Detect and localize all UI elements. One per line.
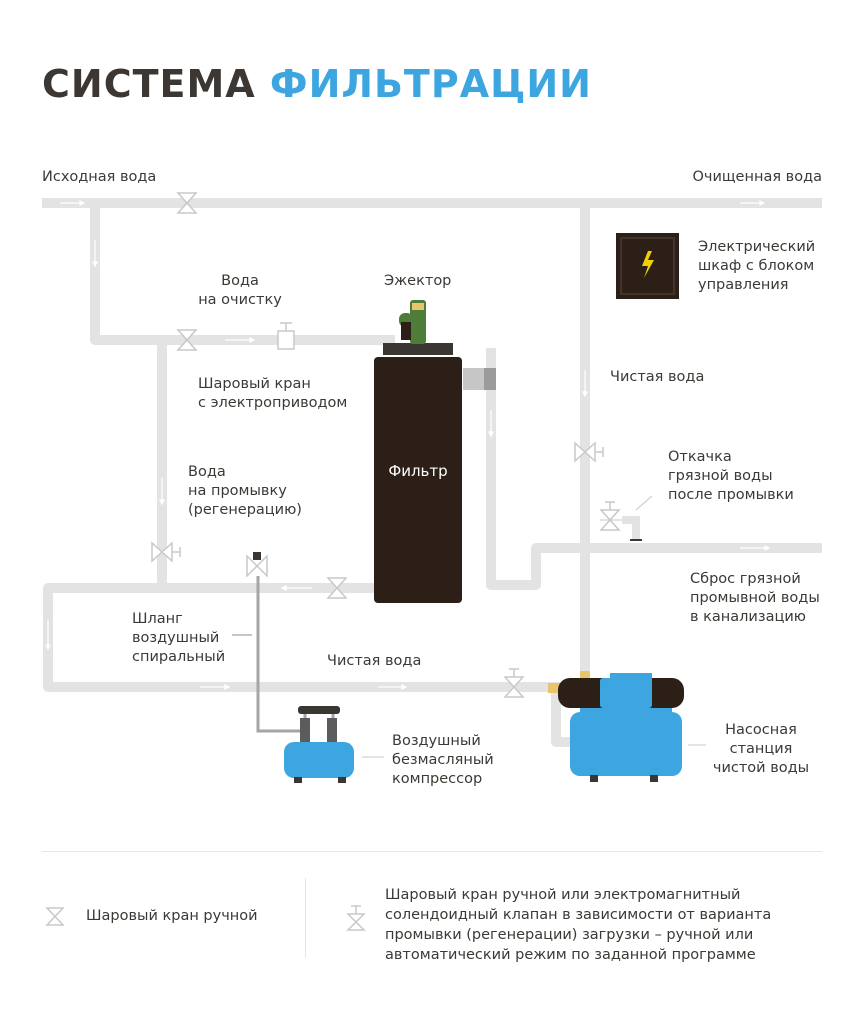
motor-valve-icon <box>277 322 295 350</box>
flow-arrows <box>45 200 771 690</box>
clean-water-top-label: Чистая вода <box>610 369 705 385</box>
source-water-label: Исходная вода <box>42 169 157 185</box>
valve-icon <box>176 192 525 698</box>
lightning-icon <box>642 251 654 278</box>
legend-column-divider <box>305 878 306 958</box>
auto-valve-icon <box>151 441 621 563</box>
title-part2: ФИЛЬТРАЦИИ <box>269 62 592 106</box>
filter-label: Фильтр <box>388 462 448 480</box>
compressor <box>284 706 354 783</box>
page-title: СИСТЕМА ФИЛЬТРАЦИИ <box>42 62 592 106</box>
filter <box>374 343 496 603</box>
leader-lines <box>362 519 706 758</box>
legend-divider <box>42 851 822 852</box>
valve-icon <box>45 907 65 926</box>
dirty-branch <box>622 516 640 540</box>
solenoid-valve-icon <box>246 552 268 578</box>
ejector <box>399 300 426 344</box>
air-hose <box>256 576 335 740</box>
treated-water-label: Очищенная вода <box>692 169 823 185</box>
pump-station <box>548 671 684 782</box>
ejector-label: Эжектор <box>384 273 452 289</box>
title-part1: СИСТЕМА <box>42 62 256 106</box>
auto-valve-icon <box>346 905 366 931</box>
clean-water-bottom-label: Чистая вода <box>327 653 422 669</box>
electric-cabinet <box>616 233 679 299</box>
legend-auto-valve: Шаровый кран ручной или электромагнитный… <box>385 887 772 963</box>
legend-manual-valve: Шаровый кран ручной <box>86 908 258 924</box>
